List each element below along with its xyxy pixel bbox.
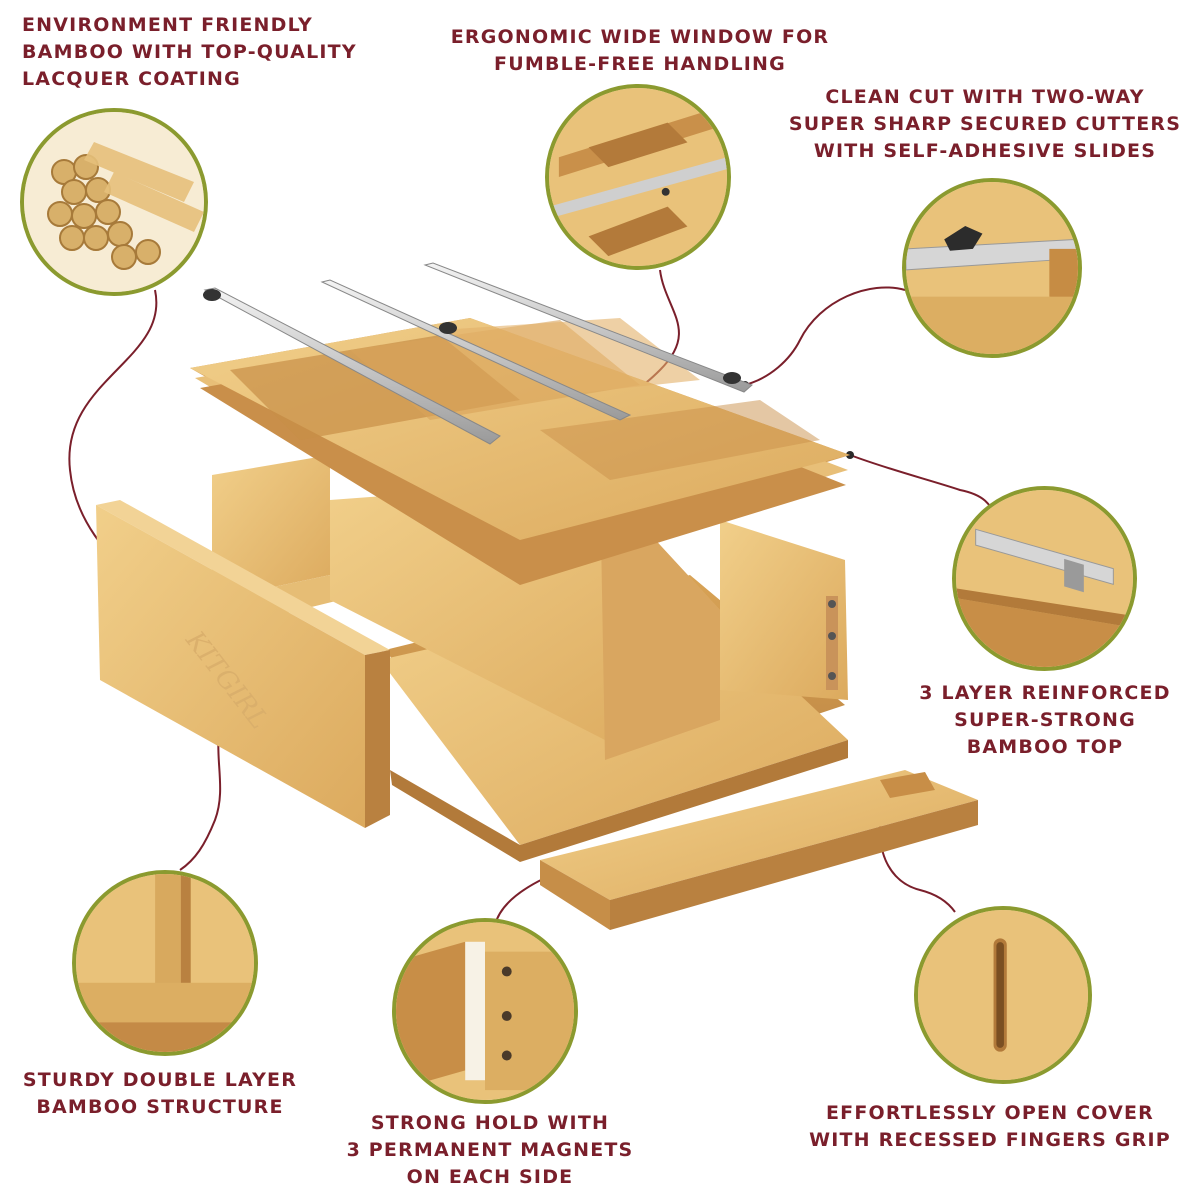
callout-magnets-line-3: ON EACH SIDE xyxy=(406,1166,574,1188)
right-end-wall xyxy=(720,520,848,700)
callout-window: ERGONOMIC WIDE WINDOW FOR FUMBLE-FREE HA… xyxy=(440,24,840,78)
callout-top-line-3: BAMBOO TOP xyxy=(966,736,1124,758)
cutter-knob xyxy=(203,289,221,301)
window-detail-image xyxy=(549,88,727,266)
callout-top-line-1: 3 LAYER REINFORCED xyxy=(919,682,1171,704)
callout-cover-line-2: WITH RECESSED FINGERS GRIP xyxy=(809,1129,1171,1151)
detail-circle-structure xyxy=(72,870,258,1056)
metal-rails xyxy=(203,262,753,445)
callout-cutters-line-1: CLEAN CUT WITH TWO-WAY xyxy=(825,86,1145,108)
detail-circle-cutters xyxy=(902,178,1082,358)
leader-line-magnets xyxy=(494,877,546,926)
detail-circle-bamboo xyxy=(20,108,208,296)
callout-structure-line-2: BAMBOO STRUCTURE xyxy=(36,1096,284,1118)
structure-detail-image xyxy=(76,874,254,1052)
cutter-knob xyxy=(439,322,457,334)
callout-cover: EFFORTLESSLY OPEN COVER WITH RECESSED FI… xyxy=(800,1100,1180,1154)
detail-circle-cover xyxy=(914,906,1092,1084)
front-cover-panel xyxy=(540,770,978,930)
callout-structure-line-1: STURDY DOUBLE LAYER xyxy=(22,1069,298,1091)
callout-cover-line-1: EFFORTLESSLY OPEN COVER xyxy=(825,1102,1155,1124)
callout-window-line-2: FUMBLE-FREE HANDLING xyxy=(494,53,786,75)
callout-cutters-line-3: WITH SELF-ADHESIVE SLIDES xyxy=(813,140,1157,162)
callout-bamboo-line-3: LACQUER COATING xyxy=(22,68,241,90)
callout-cutters-line-2: SUPER SHARP SECURED CUTTERS xyxy=(788,113,1182,135)
bamboo-sticks-image xyxy=(24,112,204,292)
magnet-dot xyxy=(828,632,836,640)
cover-grip-detail-image xyxy=(918,910,1088,1080)
callout-bamboo-line-1: ENVIRONMENT FRIENDLY xyxy=(22,14,313,36)
callout-magnets-line-2: 3 PERMANENT MAGNETS xyxy=(346,1139,634,1161)
callout-top-line-2: SUPER-STRONG xyxy=(954,709,1136,731)
callout-window-line-1: ERGONOMIC WIDE WINDOW FOR xyxy=(450,26,830,48)
detail-circle-window xyxy=(545,84,731,270)
lid-layers xyxy=(190,318,850,585)
cutter-knob xyxy=(723,372,741,384)
callout-magnets-line-1: STRONG HOLD WITH xyxy=(370,1112,610,1134)
leader-line-top xyxy=(849,454,996,516)
callout-magnets: STRONG HOLD WITH 3 PERMANENT MAGNETS ON … xyxy=(345,1110,635,1191)
callout-structure: STURDY DOUBLE LAYER BAMBOO STRUCTURE xyxy=(10,1067,310,1121)
cutter-detail-image xyxy=(906,182,1078,354)
callout-bamboo-line-2: BAMBOO WITH TOP-QUALITY xyxy=(22,41,357,63)
magnet-dot xyxy=(828,600,836,608)
callout-cutters: CLEAN CUT WITH TWO-WAY SUPER SHARP SECUR… xyxy=(780,84,1190,165)
top-layer-detail-image xyxy=(956,490,1133,667)
callout-top: 3 LAYER REINFORCED SUPER-STRONG BAMBOO T… xyxy=(900,680,1190,761)
left-side-panel: KITGIRL xyxy=(96,500,390,828)
callout-bamboo: ENVIRONMENT FRIENDLY BAMBOO WITH TOP-QUA… xyxy=(22,12,357,93)
detail-circle-top xyxy=(952,486,1137,671)
magnets-detail-image xyxy=(396,922,574,1100)
magnet-dot xyxy=(828,672,836,680)
leader-line-cutters xyxy=(744,286,906,386)
detail-circle-magnets xyxy=(392,918,578,1104)
